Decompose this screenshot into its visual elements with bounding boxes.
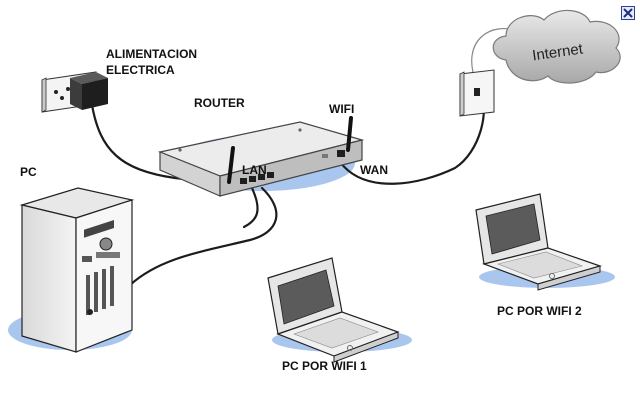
pc-tower-icon <box>19 187 135 353</box>
lan-label: LAN <box>242 163 267 177</box>
laptop-1-icon <box>267 257 400 363</box>
pc-wifi-2-label: PC POR WIFI 2 <box>497 304 582 318</box>
wifi-label: WIFI <box>329 102 355 116</box>
power-label: ALIMENTACION ELECTRICA <box>106 47 198 77</box>
lan-cable-2 <box>242 186 259 229</box>
router-label: ROUTER <box>194 96 245 110</box>
close-icon <box>623 8 633 18</box>
pc-wifi-1-label: PC POR WIFI 1 <box>282 359 367 373</box>
wall-jack-icon <box>459 69 495 117</box>
internet-cloud-icon <box>492 9 621 84</box>
close-button[interactable] <box>621 6 635 20</box>
router-icon <box>157 116 365 197</box>
wan-label: WAN <box>360 163 388 177</box>
laptop-2-icon <box>475 193 602 291</box>
power-adapter-icon <box>70 72 108 110</box>
pc-label: PC <box>20 165 37 179</box>
wan-cable <box>338 90 485 185</box>
